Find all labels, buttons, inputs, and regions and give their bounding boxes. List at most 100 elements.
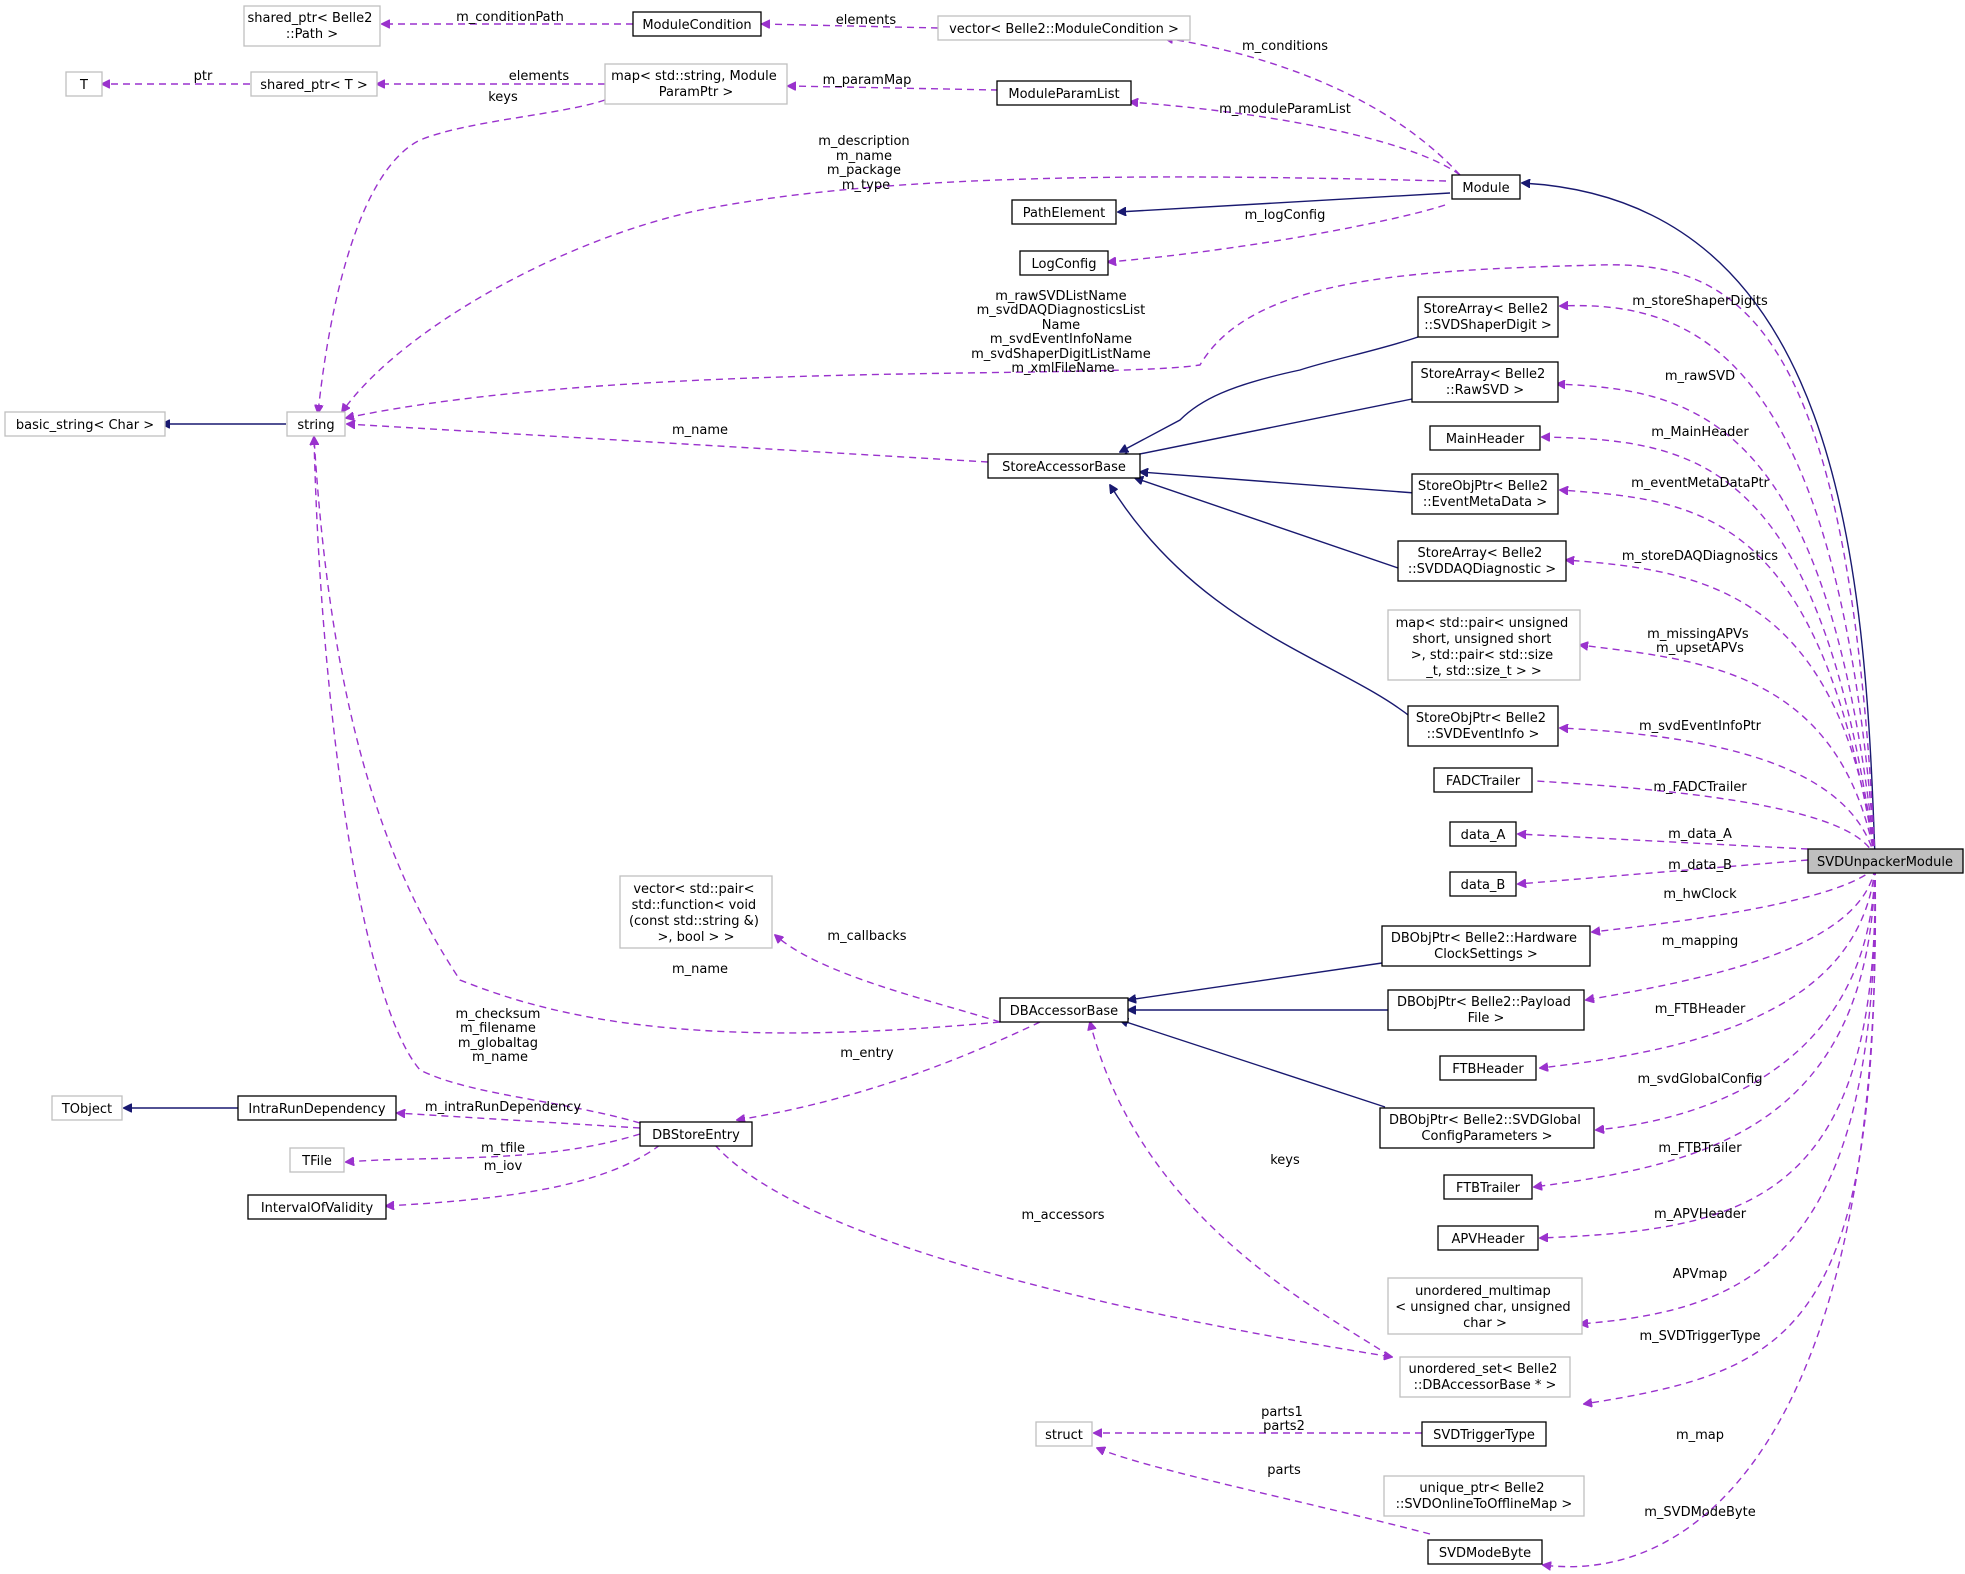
node-basic-string[interactable]: basic_string< Char > — [4, 411, 166, 437]
svg-text:struct: struct — [1045, 1428, 1083, 1443]
node-data-a[interactable]: data_A — [1449, 821, 1517, 847]
svg-text:StoreObjPtr< Belle2 ::: StoreObjPtr< Belle2 ::EventMetaData > — [1418, 479, 1552, 510]
svg-text:vector< std::pair< std: vector< std::pair< std::function< void (… — [629, 882, 763, 945]
node-main-header[interactable]: MainHeader — [1429, 425, 1541, 451]
edge-label-m-callbacks: m_callbacks — [827, 929, 906, 944]
edge-label-elements-map: elements — [509, 69, 570, 84]
svg-text:DBStoreEntry: DBStoreEntry — [652, 1128, 740, 1143]
node-map-pair[interactable]: map< std::pair< unsigned short, unsigned… — [1387, 609, 1581, 681]
svg-text:SVDTriggerType: SVDTriggerType — [1433, 1428, 1535, 1443]
edge-label-m-svd-trigger-type: m_SVDTriggerType — [1639, 1329, 1760, 1344]
edge-label-module-strings: m_description m_name m_package m_type — [818, 134, 914, 193]
svg-text:string: string — [297, 418, 334, 433]
edge-label-db-entry-strings: m_checksum m_filename m_globaltag m_name — [455, 1007, 544, 1065]
node-store-accessor-base[interactable]: StoreAccessorBase — [987, 453, 1141, 479]
node-vector-callbacks[interactable]: vector< std::pair< std::function< void (… — [619, 875, 773, 949]
svg-text:DBObjPtr< Belle2::SVDGlobal: DBObjPtr< Belle2::SVDGlobal ConfigParame… — [1389, 1113, 1585, 1144]
nodes: SVDUnpackerModule Module PathElement Log… — [4, 5, 1964, 1565]
edge-label-m-conditions: m_conditions — [1242, 39, 1328, 54]
svg-text:DBObjPtr< Belle2::Payload: DBObjPtr< Belle2::Payload File > — [1397, 995, 1575, 1026]
node-interval-of-validity[interactable]: IntervalOfValidity — [247, 1194, 387, 1220]
node-module[interactable]: Module — [1451, 174, 1521, 200]
node-svd-mode-byte[interactable]: SVDModeByte — [1427, 1539, 1543, 1565]
svg-text:PathElement: PathElement — [1023, 206, 1105, 221]
svg-text:shared_ptr< T >: shared_ptr< T > — [260, 78, 367, 93]
node-module-condition[interactable]: ModuleCondition — [632, 11, 762, 37]
svg-text:TFile: TFile — [301, 1154, 332, 1169]
node-svd-unpacker-module[interactable]: SVDUnpackerModule — [1807, 848, 1964, 874]
node-module-param-list[interactable]: ModuleParamList — [996, 80, 1132, 106]
node-struct[interactable]: struct — [1035, 1421, 1093, 1447]
node-map-module-param[interactable]: map< std::string, Module ParamPtr > — [604, 63, 788, 105]
node-shared-ptr-t[interactable]: shared_ptr< T > — [250, 71, 378, 97]
node-unordered-multimap[interactable]: unordered_multimap < unsigned char, unsi… — [1387, 1277, 1583, 1335]
svg-text:IntervalOfValidity: IntervalOfValidity — [261, 1201, 374, 1216]
edge-label-svd-strings: m_rawSVDListName m_svdDAQDiagnosticsList… — [971, 289, 1155, 376]
svg-text:DBObjPtr< Belle2::Hardware: DBObjPtr< Belle2::Hardware ClockSettings… — [1391, 931, 1581, 962]
node-t[interactable]: T — [65, 71, 103, 97]
edge-label-m-iov: m_iov — [484, 1159, 523, 1174]
edge-label-elements-condition: elements — [836, 13, 897, 28]
svg-text:ModuleParamList: ModuleParamList — [1008, 87, 1119, 102]
node-db-obj-payload[interactable]: DBObjPtr< Belle2::Payload File > — [1387, 989, 1585, 1031]
svg-text:unordered_set< Belle2: unordered_set< Belle2 ::DBAccessorBase *… — [1408, 1362, 1561, 1393]
edge-label-m-data-b: m_data_B — [1668, 858, 1732, 873]
edge-label-m-name-db: m_name — [672, 962, 728, 977]
edge-label-keys-db: keys — [1270, 1153, 1300, 1168]
edge-label-m-log-config: m_logConfig — [1245, 208, 1326, 223]
node-ftb-trailer[interactable]: FTBTrailer — [1443, 1174, 1533, 1200]
node-path-element[interactable]: PathElement — [1011, 199, 1117, 225]
svg-text:StoreObjPtr< Belle2 ::: StoreObjPtr< Belle2 ::SVDEventInfo > — [1416, 711, 1550, 742]
edge-label-m-map: m_map — [1676, 1428, 1724, 1443]
svg-text:StoreArray< Belle2 ::S: StoreArray< Belle2 ::SVDShaperDigit > — [1424, 302, 1553, 333]
node-unordered-set[interactable]: unordered_set< Belle2 ::DBAccessorBase *… — [1399, 1356, 1571, 1398]
usage-edges — [102, 24, 1877, 1567]
node-db-obj-hw-clock[interactable]: DBObjPtr< Belle2::Hardware ClockSettings… — [1381, 925, 1591, 967]
node-db-store-entry[interactable]: DBStoreEntry — [639, 1121, 753, 1147]
node-store-obj-svd-event-info[interactable]: StoreObjPtr< Belle2 ::SVDEventInfo > — [1407, 705, 1559, 747]
svg-text:ModuleCondition: ModuleCondition — [642, 18, 751, 33]
edge-label-m-ftb-header: m_FTBHeader — [1655, 1002, 1746, 1017]
node-store-obj-event-meta[interactable]: StoreObjPtr< Belle2 ::EventMetaData > — [1411, 473, 1559, 515]
svg-text:MainHeader: MainHeader — [1446, 432, 1525, 447]
node-db-obj-global-config[interactable]: DBObjPtr< Belle2::SVDGlobal ConfigParame… — [1379, 1107, 1595, 1149]
node-store-array-daq[interactable]: StoreArray< Belle2 ::SVDDAQDiagnostic > — [1397, 540, 1567, 582]
svg-text:shared_ptr< Belle2 ::P: shared_ptr< Belle2 ::Path > — [247, 11, 376, 42]
edge-label-parts12: parts1 parts2 — [1261, 1405, 1307, 1434]
edge-label-m-hw-clock: m_hwClock — [1663, 887, 1737, 902]
edge-label-m-svd-mode-byte: m_SVDModeByte — [1644, 1505, 1755, 1520]
edge-label-m-apv-header: m_APVHeader — [1654, 1207, 1747, 1222]
edge-label-m-missing-apvs: m_missingAPVs m_upsetAPVs — [1647, 627, 1753, 656]
edge-label-m-entry: m_entry — [840, 1046, 894, 1061]
svg-text:DBAccessorBase: DBAccessorBase — [1010, 1004, 1118, 1019]
edge-label-m-store-daq-diagnostics: m_storeDAQDiagnostics — [1622, 549, 1778, 564]
edge-label-ptr: ptr — [194, 69, 213, 84]
node-store-array-rawsvd[interactable]: StoreArray< Belle2 ::RawSVD > — [1411, 361, 1559, 403]
node-db-accessor-base[interactable]: DBAccessorBase — [999, 997, 1129, 1023]
node-ftb-header[interactable]: FTBHeader — [1439, 1055, 1537, 1081]
node-tfile[interactable]: TFile — [289, 1147, 345, 1173]
node-unique-ptr-map[interactable]: unique_ptr< Belle2 ::SVDOnlineToOfflineM… — [1383, 1475, 1585, 1517]
node-svd-trigger-type[interactable]: SVDTriggerType — [1421, 1421, 1547, 1447]
node-fadc-trailer[interactable]: FADCTrailer — [1433, 767, 1533, 793]
svg-text:map< std::string, Module: map< std::string, Module ParamPtr > — [611, 69, 781, 100]
svg-text:SVDModeByte: SVDModeByte — [1439, 1546, 1531, 1561]
edge-label-m-tfile: m_tfile — [481, 1141, 525, 1156]
svg-text:TObject: TObject — [61, 1102, 112, 1117]
svg-text:StoreAccessorBase: StoreAccessorBase — [1002, 460, 1126, 475]
node-vector-module-condition[interactable]: vector< Belle2::ModuleCondition > — [937, 15, 1191, 41]
node-apv-header[interactable]: APVHeader — [1437, 1225, 1539, 1251]
edge-label-m-raw-svd: m_rawSVD — [1665, 369, 1735, 384]
node-string[interactable]: string — [286, 411, 346, 437]
node-tobject[interactable]: TObject — [51, 1095, 123, 1121]
svg-text:Module: Module — [1462, 181, 1509, 196]
edge-label-m-intra-run-dependency: m_intraRunDependency — [425, 1100, 581, 1115]
svg-text:vector< Belle2::ModuleConditio: vector< Belle2::ModuleCondition > — [949, 22, 1179, 37]
node-shared-ptr-path[interactable]: shared_ptr< Belle2 ::Path > — [243, 5, 381, 47]
node-intra-run-dependency[interactable]: IntraRunDependency — [237, 1095, 397, 1121]
node-log-config[interactable]: LogConfig — [1019, 250, 1109, 276]
node-data-b[interactable]: data_B — [1449, 871, 1517, 897]
svg-text:unique_ptr< Belle2 ::S: unique_ptr< Belle2 ::SVDOnlineToOfflineM… — [1396, 1481, 1573, 1512]
node-store-array-shaper[interactable]: StoreArray< Belle2 ::SVDShaperDigit > — [1417, 296, 1559, 338]
